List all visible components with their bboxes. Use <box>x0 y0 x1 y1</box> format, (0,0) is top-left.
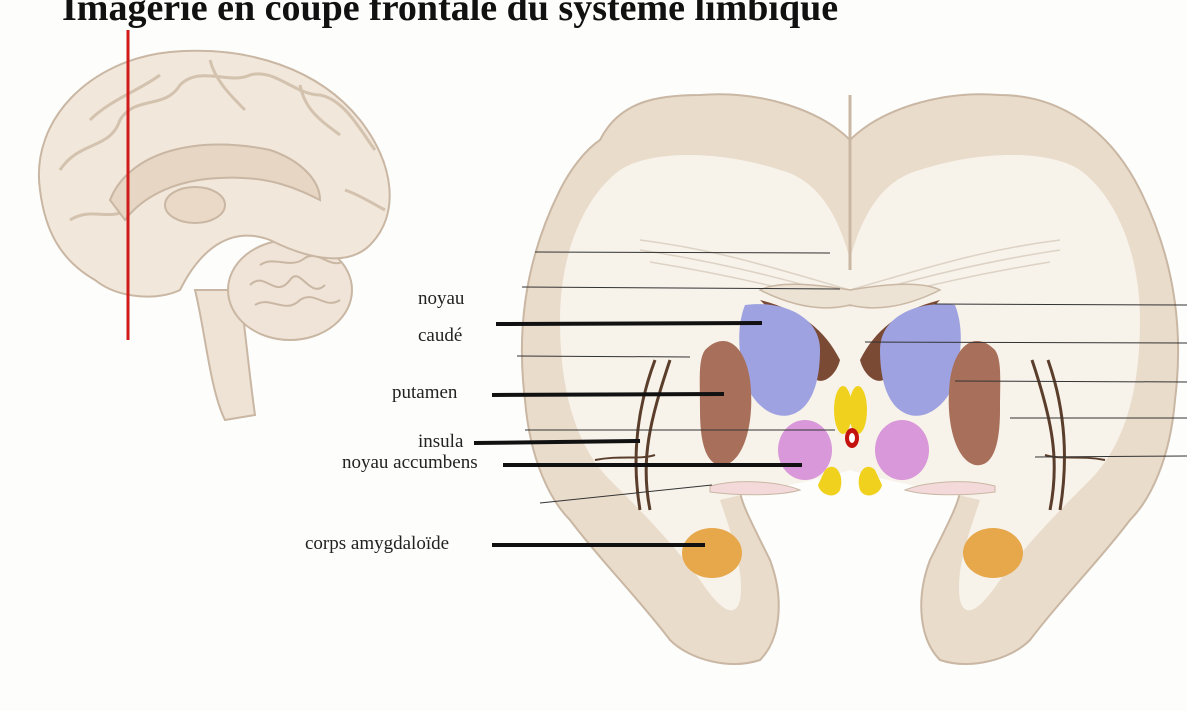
label-putamen: putamen <box>392 382 457 404</box>
label-insula: insula <box>418 431 463 453</box>
label-noyau-caude-line2: caudé <box>418 325 462 347</box>
pointer-insula <box>474 441 640 443</box>
coronal-section <box>474 94 1187 664</box>
label-noyau-accumbens: noyau accumbens <box>342 452 478 474</box>
label-noyau-caude-line1: noyau <box>418 288 464 310</box>
sagittal-brain <box>39 30 390 420</box>
label-corps-amygdaloide: corps amygdaloïde <box>305 533 449 555</box>
pointer-noyau-caude <box>496 323 762 324</box>
pointer-putamen <box>492 394 724 395</box>
